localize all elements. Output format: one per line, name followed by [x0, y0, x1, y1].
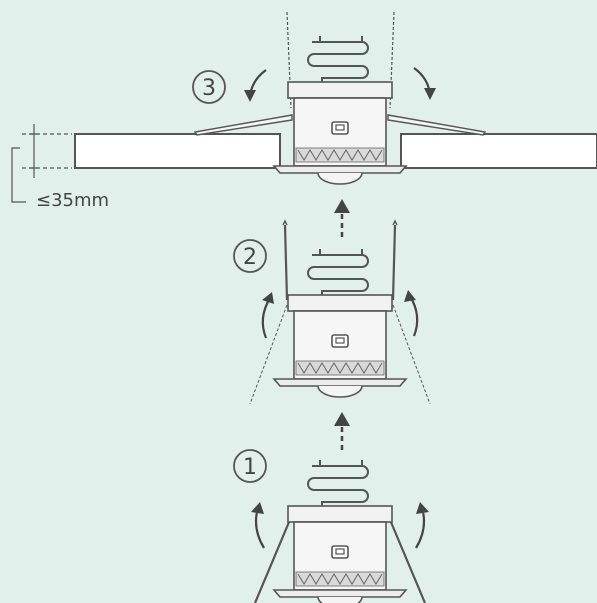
curved-arrow-icon [413, 67, 436, 100]
step-3-group: 3 [192, 11, 487, 185]
curved-arrow-icon [261, 292, 274, 339]
curved-arrow-icon [251, 502, 265, 549]
dashed-up-arrow-icon [332, 410, 352, 452]
ceiling-panel-right [400, 133, 597, 169]
step-2-group: 2 [233, 219, 431, 405]
step-3-number: 3 [202, 76, 216, 101]
step-3-badge [192, 70, 226, 104]
curved-arrow-icon [244, 69, 267, 102]
thickness-dimension [11, 124, 72, 203]
step-1-group: 1 [233, 449, 429, 603]
step-1-number: 1 [243, 455, 257, 480]
step-1-badge [233, 449, 267, 483]
ceiling-panel-left [74, 133, 281, 169]
curved-arrow-icon [404, 290, 419, 337]
dashed-up-arrow-icon [332, 197, 352, 239]
curved-arrow-icon [415, 502, 429, 549]
thickness-label: ≤35mm [36, 190, 109, 211]
step-2-number: 2 [243, 245, 257, 270]
step-2-badge [233, 239, 267, 273]
